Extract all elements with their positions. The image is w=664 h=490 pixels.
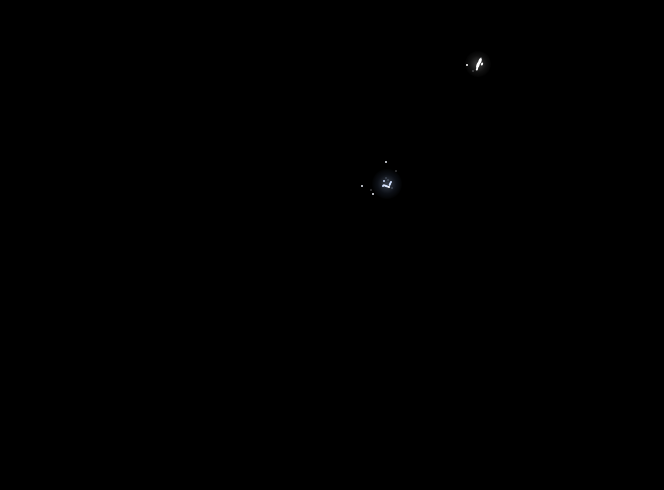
point-source	[480, 57, 482, 59]
source-halo	[372, 169, 402, 199]
point-source	[466, 64, 468, 66]
point-source	[385, 161, 387, 163]
point-source	[390, 181, 392, 183]
point-source	[391, 187, 393, 189]
point-source	[385, 177, 387, 179]
point-source	[388, 186, 390, 188]
point-source	[472, 70, 474, 72]
point-source	[395, 170, 397, 172]
point-source	[387, 179, 389, 181]
point-source	[382, 185, 384, 187]
point-source	[361, 185, 363, 187]
point-source	[383, 180, 385, 182]
point-source	[372, 193, 374, 195]
point-source	[370, 189, 372, 191]
